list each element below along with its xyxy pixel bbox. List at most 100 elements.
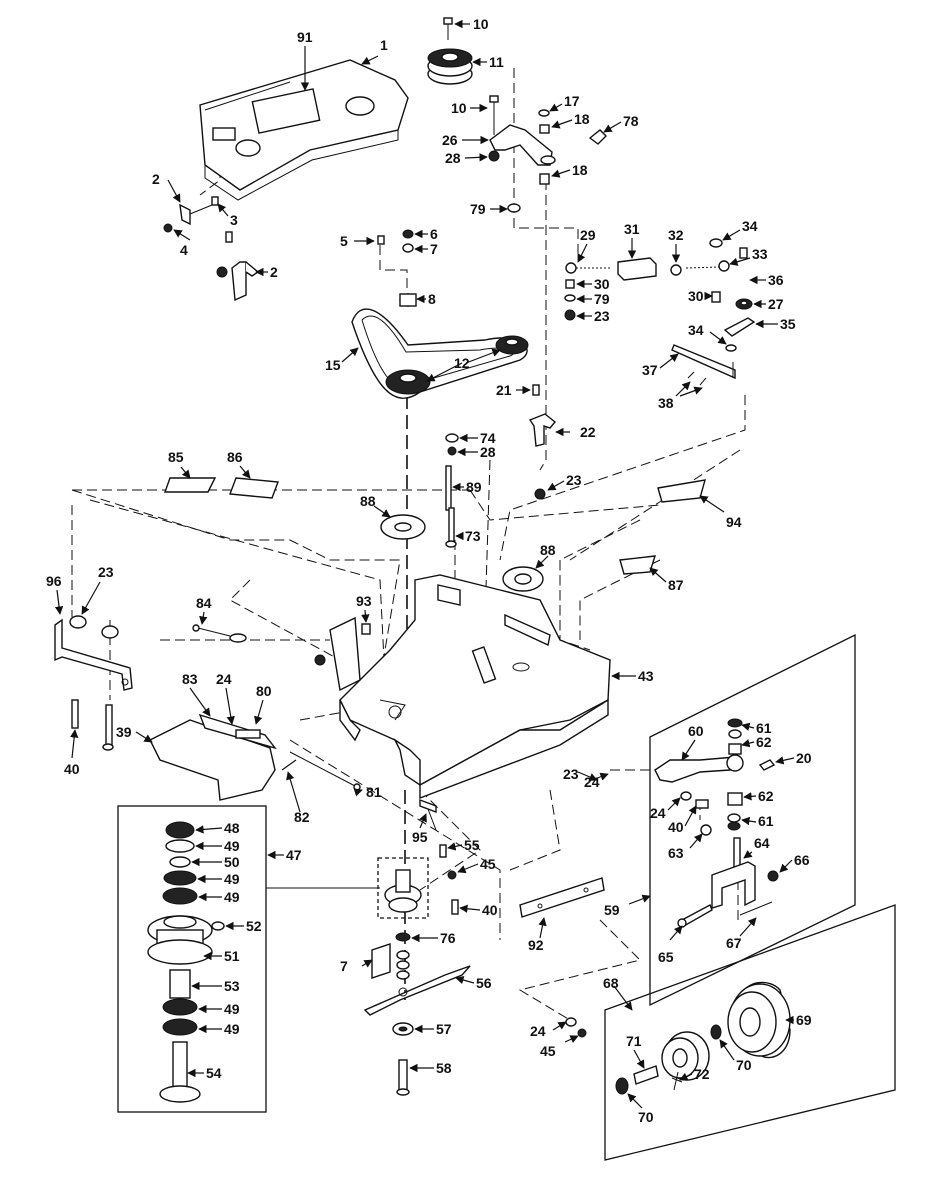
callout-33: 33: [752, 246, 768, 262]
callout-93: 93: [356, 593, 372, 609]
callout-85: 85: [168, 449, 184, 465]
pulley-12-left: [385, 369, 431, 395]
callout-30: 30: [688, 288, 704, 304]
callout-53: 53: [224, 978, 240, 994]
callout-23: 23: [98, 564, 114, 580]
callout-31: 31: [624, 221, 640, 237]
washer-57: [392, 1022, 414, 1036]
callout-89: 89: [466, 479, 482, 495]
callout-83: 83: [182, 671, 198, 687]
callout-47: 47: [286, 847, 302, 863]
discharge-chute-39: [149, 713, 277, 801]
bolt-58: [396, 1059, 410, 1096]
caster-box-59: [649, 633, 856, 1007]
caster-arm-60: [654, 718, 776, 783]
callout-49: 49: [224, 1021, 240, 1037]
callout-86: 86: [227, 449, 243, 465]
callout-73: 73: [465, 528, 481, 544]
callout-10: 10: [451, 100, 467, 116]
callout-28: 28: [445, 150, 461, 166]
nut-32: [670, 264, 682, 276]
callout-63: 63: [668, 845, 684, 861]
callout-40: 40: [482, 902, 498, 918]
callout-61: 61: [758, 813, 774, 829]
callout-55: 55: [464, 837, 480, 853]
callout-23: 23: [594, 308, 610, 324]
callout-40: 40: [64, 761, 80, 777]
callout-45: 45: [480, 856, 496, 872]
callout-10: 10: [473, 16, 489, 32]
bolt-10-top: [443, 17, 453, 40]
plate-92: [519, 877, 605, 918]
callout-65: 65: [658, 949, 674, 965]
callout-38: 38: [658, 395, 674, 411]
flange-88-right: [502, 566, 544, 592]
spindle-group-center: [377, 844, 459, 919]
callout-48: 48: [224, 820, 240, 836]
callout-57: 57: [436, 1021, 452, 1037]
callout-74: 74: [480, 430, 496, 446]
callout-30: 30: [594, 276, 610, 292]
callout-94: 94: [726, 514, 742, 530]
flange-88-left: [380, 514, 426, 540]
callout-61: 61: [756, 720, 772, 736]
callout-5: 5: [340, 233, 348, 249]
callout-34: 34: [688, 322, 704, 338]
spindle-box-47: [117, 805, 380, 1113]
callout-81: 81: [366, 784, 382, 800]
caster-hardware: [680, 791, 743, 836]
housing-cover: [199, 59, 409, 201]
block-31: [617, 257, 657, 281]
callout-39: 39: [116, 724, 132, 740]
callout-8: 8: [428, 291, 436, 307]
callout-49: 49: [224, 838, 240, 854]
callout-43: 43: [638, 668, 654, 684]
eyebolt-33: [685, 260, 730, 272]
caster-fork-64: [711, 837, 779, 909]
callout-56: 56: [476, 975, 492, 991]
pin-84: [192, 624, 247, 643]
spacer-74: [445, 433, 459, 456]
callout-54: 54: [206, 1065, 222, 1081]
callout-88: 88: [360, 493, 376, 509]
callout-91: 91: [297, 29, 313, 45]
callout-79: 79: [594, 291, 610, 307]
bracket-96: [54, 615, 133, 751]
callout-50: 50: [224, 854, 240, 870]
callout-2: 2: [152, 171, 160, 187]
callout-15: 15: [325, 357, 341, 373]
callout-17: 17: [564, 93, 580, 109]
pulley-11: [427, 48, 473, 85]
spacers-17-18: [488, 109, 607, 213]
callout-49: 49: [224, 1001, 240, 1017]
callout-49: 49: [224, 889, 240, 905]
callout-36: 36: [768, 272, 784, 288]
callout-24: 24: [216, 671, 232, 687]
callout-60: 60: [688, 723, 704, 739]
callout-6: 6: [430, 226, 438, 242]
callout-82: 82: [294, 809, 310, 825]
decal-85: [164, 477, 217, 493]
callout-27: 27: [768, 296, 784, 312]
callout-52: 52: [246, 918, 262, 934]
callout-58: 58: [436, 1060, 452, 1076]
callout-64: 64: [754, 835, 770, 851]
callout-51: 51: [224, 948, 240, 964]
callout-72: 72: [694, 1066, 710, 1082]
callout-78: 78: [623, 113, 639, 129]
callout-80: 80: [256, 683, 272, 699]
callout-7: 7: [340, 958, 348, 974]
rod-81: [289, 751, 361, 791]
callout-40: 40: [668, 819, 684, 835]
callout-37: 37: [642, 362, 658, 378]
callout-34: 34: [742, 218, 758, 234]
pin-67: [739, 901, 773, 916]
spring-82: [281, 759, 297, 771]
bracket-22: [528, 384, 556, 500]
callout-18: 18: [572, 162, 588, 178]
callout-18: 18: [574, 111, 590, 127]
callout-95: 95: [412, 829, 428, 845]
callout-92: 92: [528, 937, 544, 953]
callout-35: 35: [780, 316, 796, 332]
callout-leaders: [54, 19, 795, 1109]
